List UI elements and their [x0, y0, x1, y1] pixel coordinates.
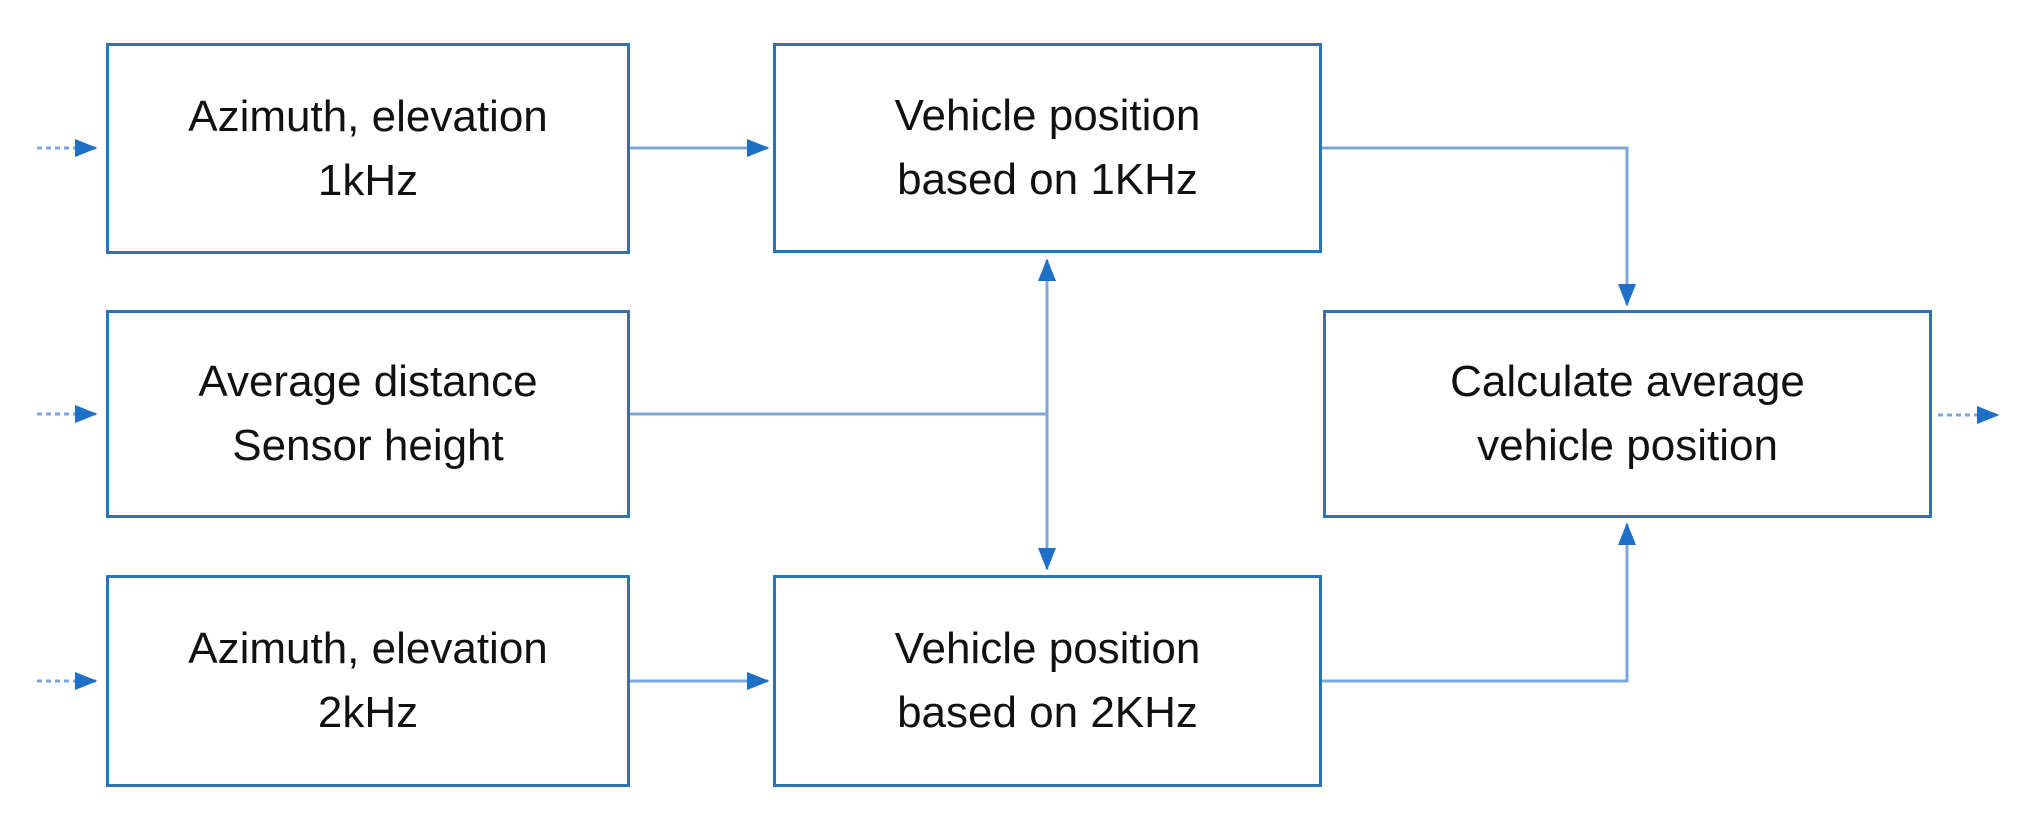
node-vehicle-position-2khz: Vehicle position based on 2KHz	[773, 575, 1322, 787]
node-label-line: Sensor height	[232, 421, 504, 470]
node-calculate-average-vehicle-position: Calculate average vehicle position	[1323, 310, 1932, 518]
node-label-line: Calculate average	[1450, 357, 1805, 406]
node-azimuth-elevation-1khz: Azimuth, elevation 1kHz	[106, 43, 630, 254]
node-label-line: Average distance	[198, 357, 538, 406]
node-azimuth-elevation-2khz: Azimuth, elevation 2kHz	[106, 575, 630, 787]
node-label-line: based on 2KHz	[897, 688, 1198, 737]
arrow-icon-vehiclepos2khz-to-calcaverage	[1322, 522, 1636, 683]
node-label-line: vehicle position	[1477, 421, 1778, 470]
node-average-distance-sensor-height: Average distance Sensor height	[106, 310, 630, 518]
node-label-line: 1kHz	[317, 155, 419, 205]
node-label-line: based on 1KHz	[897, 155, 1198, 204]
node-vehicle-position-1khz: Vehicle position based on 1KHz	[773, 43, 1322, 253]
arrow-icon-vehiclepos1khz-to-calcaverage	[1322, 146, 1636, 307]
node-label-line: Vehicle position	[894, 624, 1201, 673]
node-label-line: Azimuth, elevation	[188, 91, 548, 141]
node-label-line: Vehicle position	[894, 91, 1201, 140]
node-label-line: 2kHz	[317, 688, 419, 737]
node-label-line: Azimuth, elevation	[188, 624, 548, 673]
